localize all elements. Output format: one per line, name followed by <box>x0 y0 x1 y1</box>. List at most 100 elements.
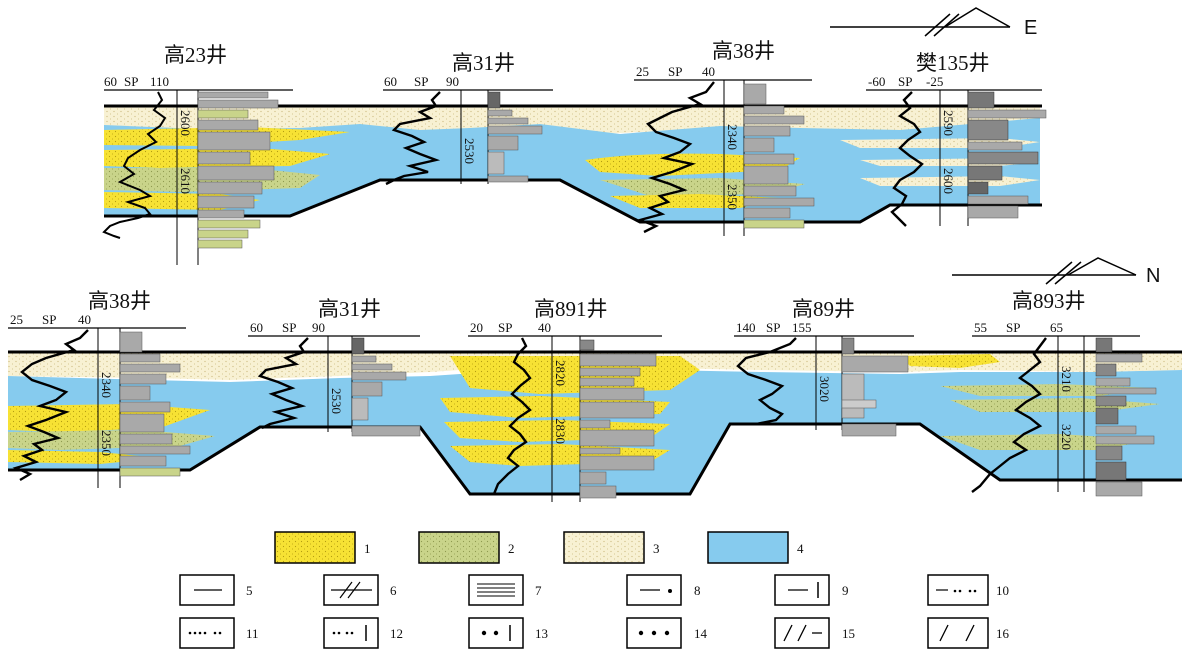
sp-scale-right: 110 <box>150 74 169 89</box>
sp-scale-right: 40 <box>702 64 715 79</box>
legend-number: 6 <box>390 583 397 598</box>
legend-number: 10 <box>996 583 1009 598</box>
legend: 1 2 3 4 5 6 7 <box>179 531 1010 649</box>
sp-scale-left: 55 <box>974 320 987 335</box>
depth-label: 2350 <box>99 430 114 456</box>
depth-label: 2600 <box>178 110 193 136</box>
sp-scale-right: 40 <box>538 320 551 335</box>
sp-scale-label: SP <box>282 320 296 335</box>
legend-symbol-slash-slash <box>927 617 989 649</box>
sp-scale-label: SP <box>498 320 512 335</box>
depth-label: 2820 <box>553 360 568 386</box>
sp-scale-left: 140 <box>736 320 756 335</box>
sp-scale-label: SP <box>124 74 138 89</box>
sp-log-curve <box>492 337 532 495</box>
legend-number: 7 <box>535 583 542 598</box>
direction-indicator-north: N <box>952 257 1160 287</box>
legend-swatch-mudstone <box>707 531 789 564</box>
legend-number: 3 <box>653 541 660 556</box>
well-name: 高893井 <box>1012 289 1086 313</box>
legend-number: 4 <box>797 541 804 556</box>
sp-log-curve <box>102 91 167 239</box>
legend-symbol-dash-dot <box>626 574 682 606</box>
depth-label: 3020 <box>817 376 832 402</box>
lithology-log <box>579 339 657 499</box>
well-name: 高89井 <box>792 297 855 321</box>
sp-scale-left: 60 <box>250 320 263 335</box>
sp-log-curve <box>736 337 797 426</box>
lithology-log <box>1095 337 1157 497</box>
upper-section: 高23井 60 SP 110 26 <box>102 7 1047 265</box>
sp-scale-left: 25 <box>10 312 23 327</box>
depth-label: 3220 <box>1059 424 1074 450</box>
depth-label: 3210 <box>1059 366 1074 392</box>
well-name: 高38井 <box>88 289 151 313</box>
lithology-log <box>119 331 191 477</box>
direction-indicator-east: E <box>830 7 1037 39</box>
sp-scale-label: SP <box>766 320 780 335</box>
well-name: 樊135井 <box>916 51 990 75</box>
depth-label: 2340 <box>99 372 114 398</box>
depth-label: 2830 <box>553 418 568 444</box>
depth-label: 2530 <box>329 388 344 414</box>
well-column: 高893井 55 SP 65 3210 <box>971 289 1157 497</box>
legend-symbol-dash-bar <box>774 574 830 606</box>
legend-number: 5 <box>246 583 253 598</box>
sp-scale-label: SP <box>898 74 912 89</box>
legend-number: 12 <box>390 626 403 641</box>
well-column: 高891井 20 SP 40 2820 <box>468 297 662 502</box>
legend-number: 11 <box>246 626 259 641</box>
sp-scale-left: 60 <box>104 74 117 89</box>
lithology-log <box>351 337 421 437</box>
lower-sand-body <box>450 356 700 394</box>
well-name: 高31井 <box>452 51 515 75</box>
legend-number: 14 <box>694 626 708 641</box>
sp-scale-right: 40 <box>78 312 91 327</box>
well-name: 高23井 <box>164 43 227 67</box>
direction-label: E <box>1024 17 1037 39</box>
sp-log-curve <box>385 91 441 186</box>
direction-label: N <box>1146 265 1160 287</box>
sp-log-curve <box>257 337 309 430</box>
sp-scale-left: 20 <box>470 320 483 335</box>
sp-scale-right: 155 <box>792 320 812 335</box>
sp-scale-label: SP <box>42 312 56 327</box>
sp-scale-right: 90 <box>312 320 325 335</box>
legend-symbol-bigdots-bar <box>468 617 524 649</box>
legend-swatch-sandstone <box>274 531 356 564</box>
lithology-log <box>197 91 279 249</box>
well-column: 高38井 25 SP 40 2340 2350 <box>634 39 815 236</box>
well-name: 高31井 <box>318 297 381 321</box>
depth-label: 2350 <box>725 184 740 210</box>
sp-log-curve <box>890 91 924 227</box>
depth-label: 2590 <box>941 110 956 136</box>
sp-log-curve <box>12 329 89 482</box>
sp-scale-right: -25 <box>926 74 943 89</box>
legend-symbol-dots <box>179 617 235 649</box>
legend-number: 16 <box>996 626 1010 641</box>
legend-number: 8 <box>694 583 701 598</box>
depth-label: 2530 <box>462 138 477 164</box>
legend-number: 2 <box>508 541 515 556</box>
legend-symbol-double-slash <box>323 574 379 606</box>
lithology-log <box>967 91 1047 219</box>
lithology-log <box>841 337 909 437</box>
sp-scale-right: 90 <box>446 74 459 89</box>
legend-symbol-dots-bar <box>323 617 379 649</box>
lower-section: 高38井 25 SP 40 2340 2350 <box>8 257 1182 502</box>
upper-sand-body <box>610 194 780 208</box>
legend-number: 1 <box>364 541 371 556</box>
upper-beige-sand-layer <box>104 106 1040 140</box>
legend-symbol-slash-slash-dash <box>774 617 830 649</box>
lithology-log <box>743 83 815 229</box>
legend-symbol-dash <box>179 574 235 606</box>
sp-scale-left: 25 <box>636 64 649 79</box>
sp-log-curve <box>971 337 1047 493</box>
legend-symbol-bigdots <box>626 617 682 649</box>
well-column: 高31井 60 SP 90 2530 <box>383 51 553 186</box>
lithology-log <box>487 91 543 183</box>
depth-label: 2610 <box>178 168 193 194</box>
well-column: 樊135井 -60 SP -25 2590 2600 <box>866 51 1047 227</box>
